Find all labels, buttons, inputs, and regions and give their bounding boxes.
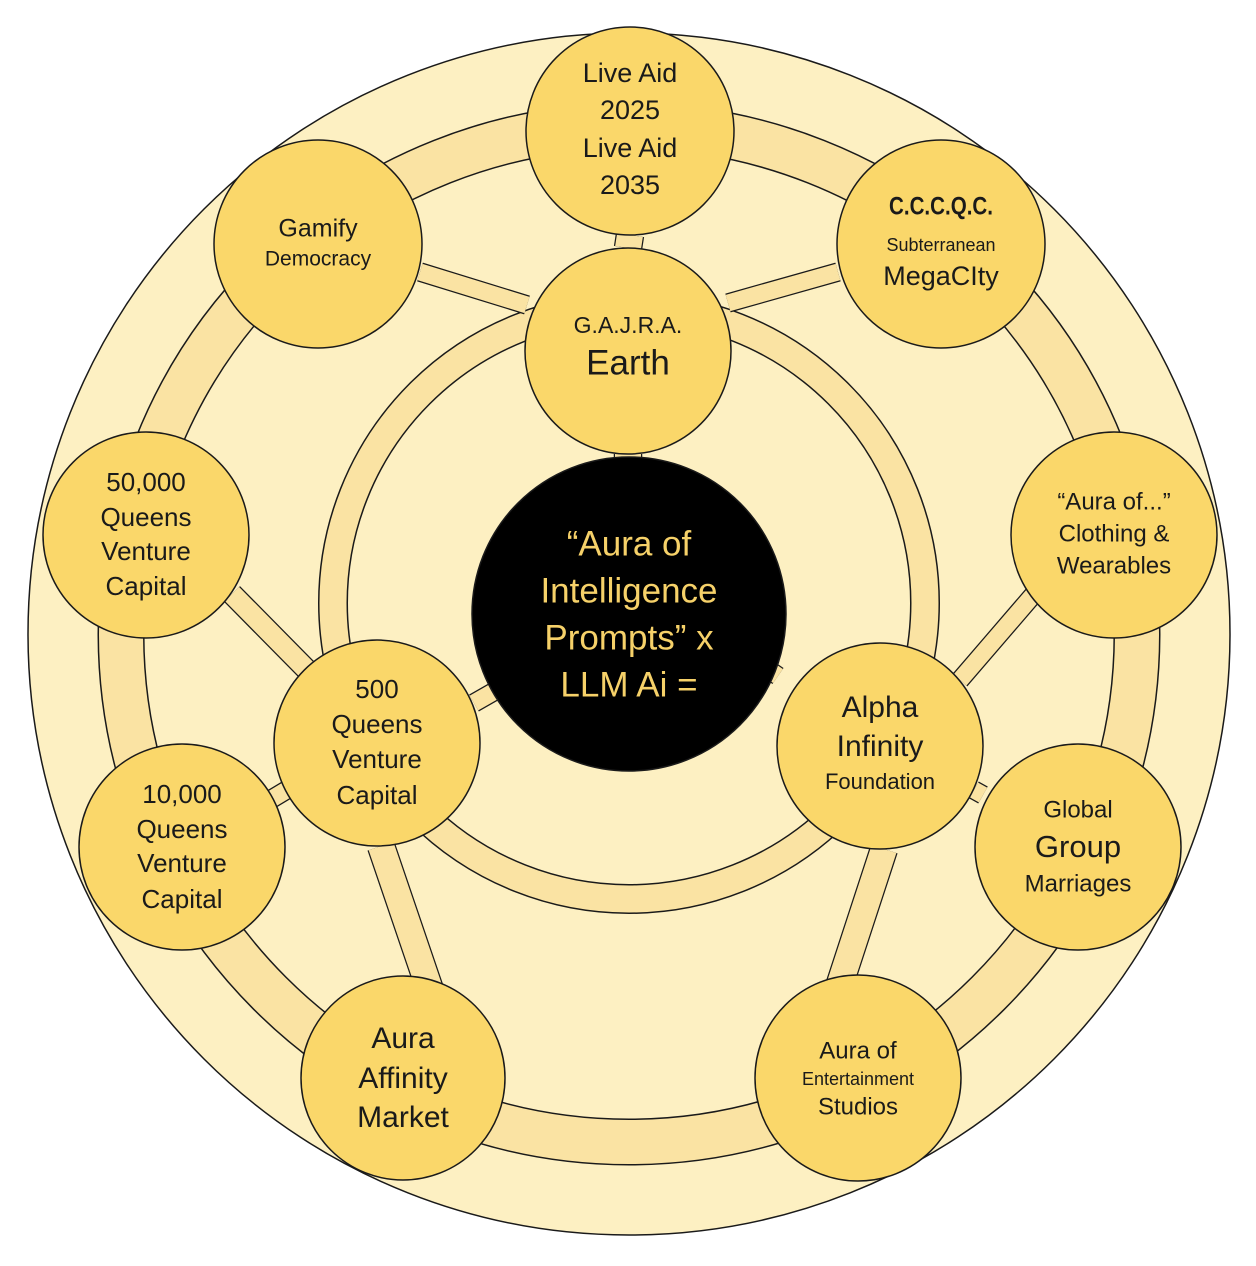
center-line-4: LLM Ai = [560, 665, 697, 704]
node-circle-gamify [213, 139, 423, 349]
center-hub: “Aura of Intelligence Prompts” x LLM Ai … [471, 456, 787, 772]
connector-fill-11 [969, 782, 988, 803]
node-label-gajra-1: Earth [586, 343, 670, 382]
node-label-cccqc-2: MegaCIty [883, 261, 999, 291]
connector-fill-9 [953, 588, 1041, 686]
node-label-q50000-0: 50,000 [106, 467, 186, 497]
node-label-cccqc-0: C.C.C.Q.C. [889, 193, 993, 221]
node-label-q50000-1: Queens [100, 502, 191, 532]
node-label-global-group-2: Marriages [1025, 870, 1132, 897]
center-circle [471, 456, 787, 772]
node-label-aura-ent-1: Entertainment [802, 1069, 914, 1089]
node-label-q500-2: Venture [332, 744, 422, 774]
node-label-aura-market-0: Aura [371, 1022, 435, 1055]
node-label-alpha-1: Infinity [837, 730, 924, 763]
node-label-gajra-0: G.A.J.R.A. [574, 312, 683, 338]
node-label-live-aid-1: 2025 [600, 95, 660, 125]
node-circle-q10000 [78, 743, 286, 951]
node-label-cccqc-1: Subterranean [886, 235, 995, 255]
node-circle-q500 [273, 639, 481, 847]
node-label-q500-0: 500 [355, 674, 398, 704]
node-label-q50000-2: Venture [101, 536, 191, 566]
node-label-live-aid-2: Live Aid [583, 133, 678, 163]
connector-fill-3 [725, 263, 841, 312]
node-label-q10000-1: Queens [136, 814, 227, 844]
node-aura-clothing: “Aura of...” Clothing & Wearables [1010, 431, 1218, 639]
node-label-q10000-0: 10,000 [142, 779, 222, 809]
node-label-q10000-2: Venture [137, 848, 227, 878]
node-label-q10000-3: Capital [142, 884, 223, 914]
center-line-3: Prompts” x [544, 618, 714, 657]
node-label-aura-clothing-0: “Aura of...” [1057, 488, 1170, 515]
node-circle-live-aid [525, 26, 735, 236]
node-circle-aura-market [300, 975, 506, 1181]
node-label-live-aid-3: 2035 [600, 170, 660, 200]
node-circle-global-group [974, 743, 1182, 951]
center-line-1: “Aura of [567, 524, 692, 563]
node-label-aura-clothing-2: Wearables [1057, 552, 1171, 579]
center-line-2: Intelligence [540, 571, 717, 610]
node-circle-aura-clothing [1010, 431, 1218, 639]
node-label-gamify-0: Gamify [278, 215, 358, 243]
node-label-q500-1: Queens [331, 709, 422, 739]
connector-fill-2 [417, 263, 530, 314]
node-label-global-group-1: Group [1035, 829, 1121, 864]
connector-fill-5 [469, 683, 500, 711]
node-label-aura-ent-0: Aura of [819, 1037, 897, 1064]
node-label-aura-clothing-1: Clothing & [1059, 520, 1170, 547]
node-label-aura-market-2: Market [357, 1101, 449, 1134]
node-label-aura-ent-2: Studios [818, 1093, 898, 1120]
node-circle-gajra [524, 247, 732, 455]
node-label-q500-3: Capital [337, 780, 418, 810]
connector-fill-4 [224, 586, 315, 678]
connector-fill-0 [615, 233, 643, 250]
node-circle-alpha [776, 642, 984, 850]
node-label-q50000-3: Capital [106, 571, 187, 601]
node-label-live-aid-0: Live Aid [583, 58, 678, 88]
node-circle-cccqc [836, 139, 1046, 349]
node-circle-aura-ent [754, 974, 962, 1182]
node-circle-q50000 [42, 431, 250, 639]
node-label-alpha-2: Foundation [825, 769, 935, 794]
node-label-global-group-0: Global [1043, 796, 1112, 823]
node-gajra: G.A.J.R.A. Earth [524, 247, 732, 455]
node-label-alpha-0: Alpha [842, 691, 919, 724]
node-label-gamify-1: Democracy [265, 248, 372, 271]
connector-fill-7 [368, 841, 443, 995]
node-label-aura-market-1: Affinity [358, 1062, 448, 1095]
